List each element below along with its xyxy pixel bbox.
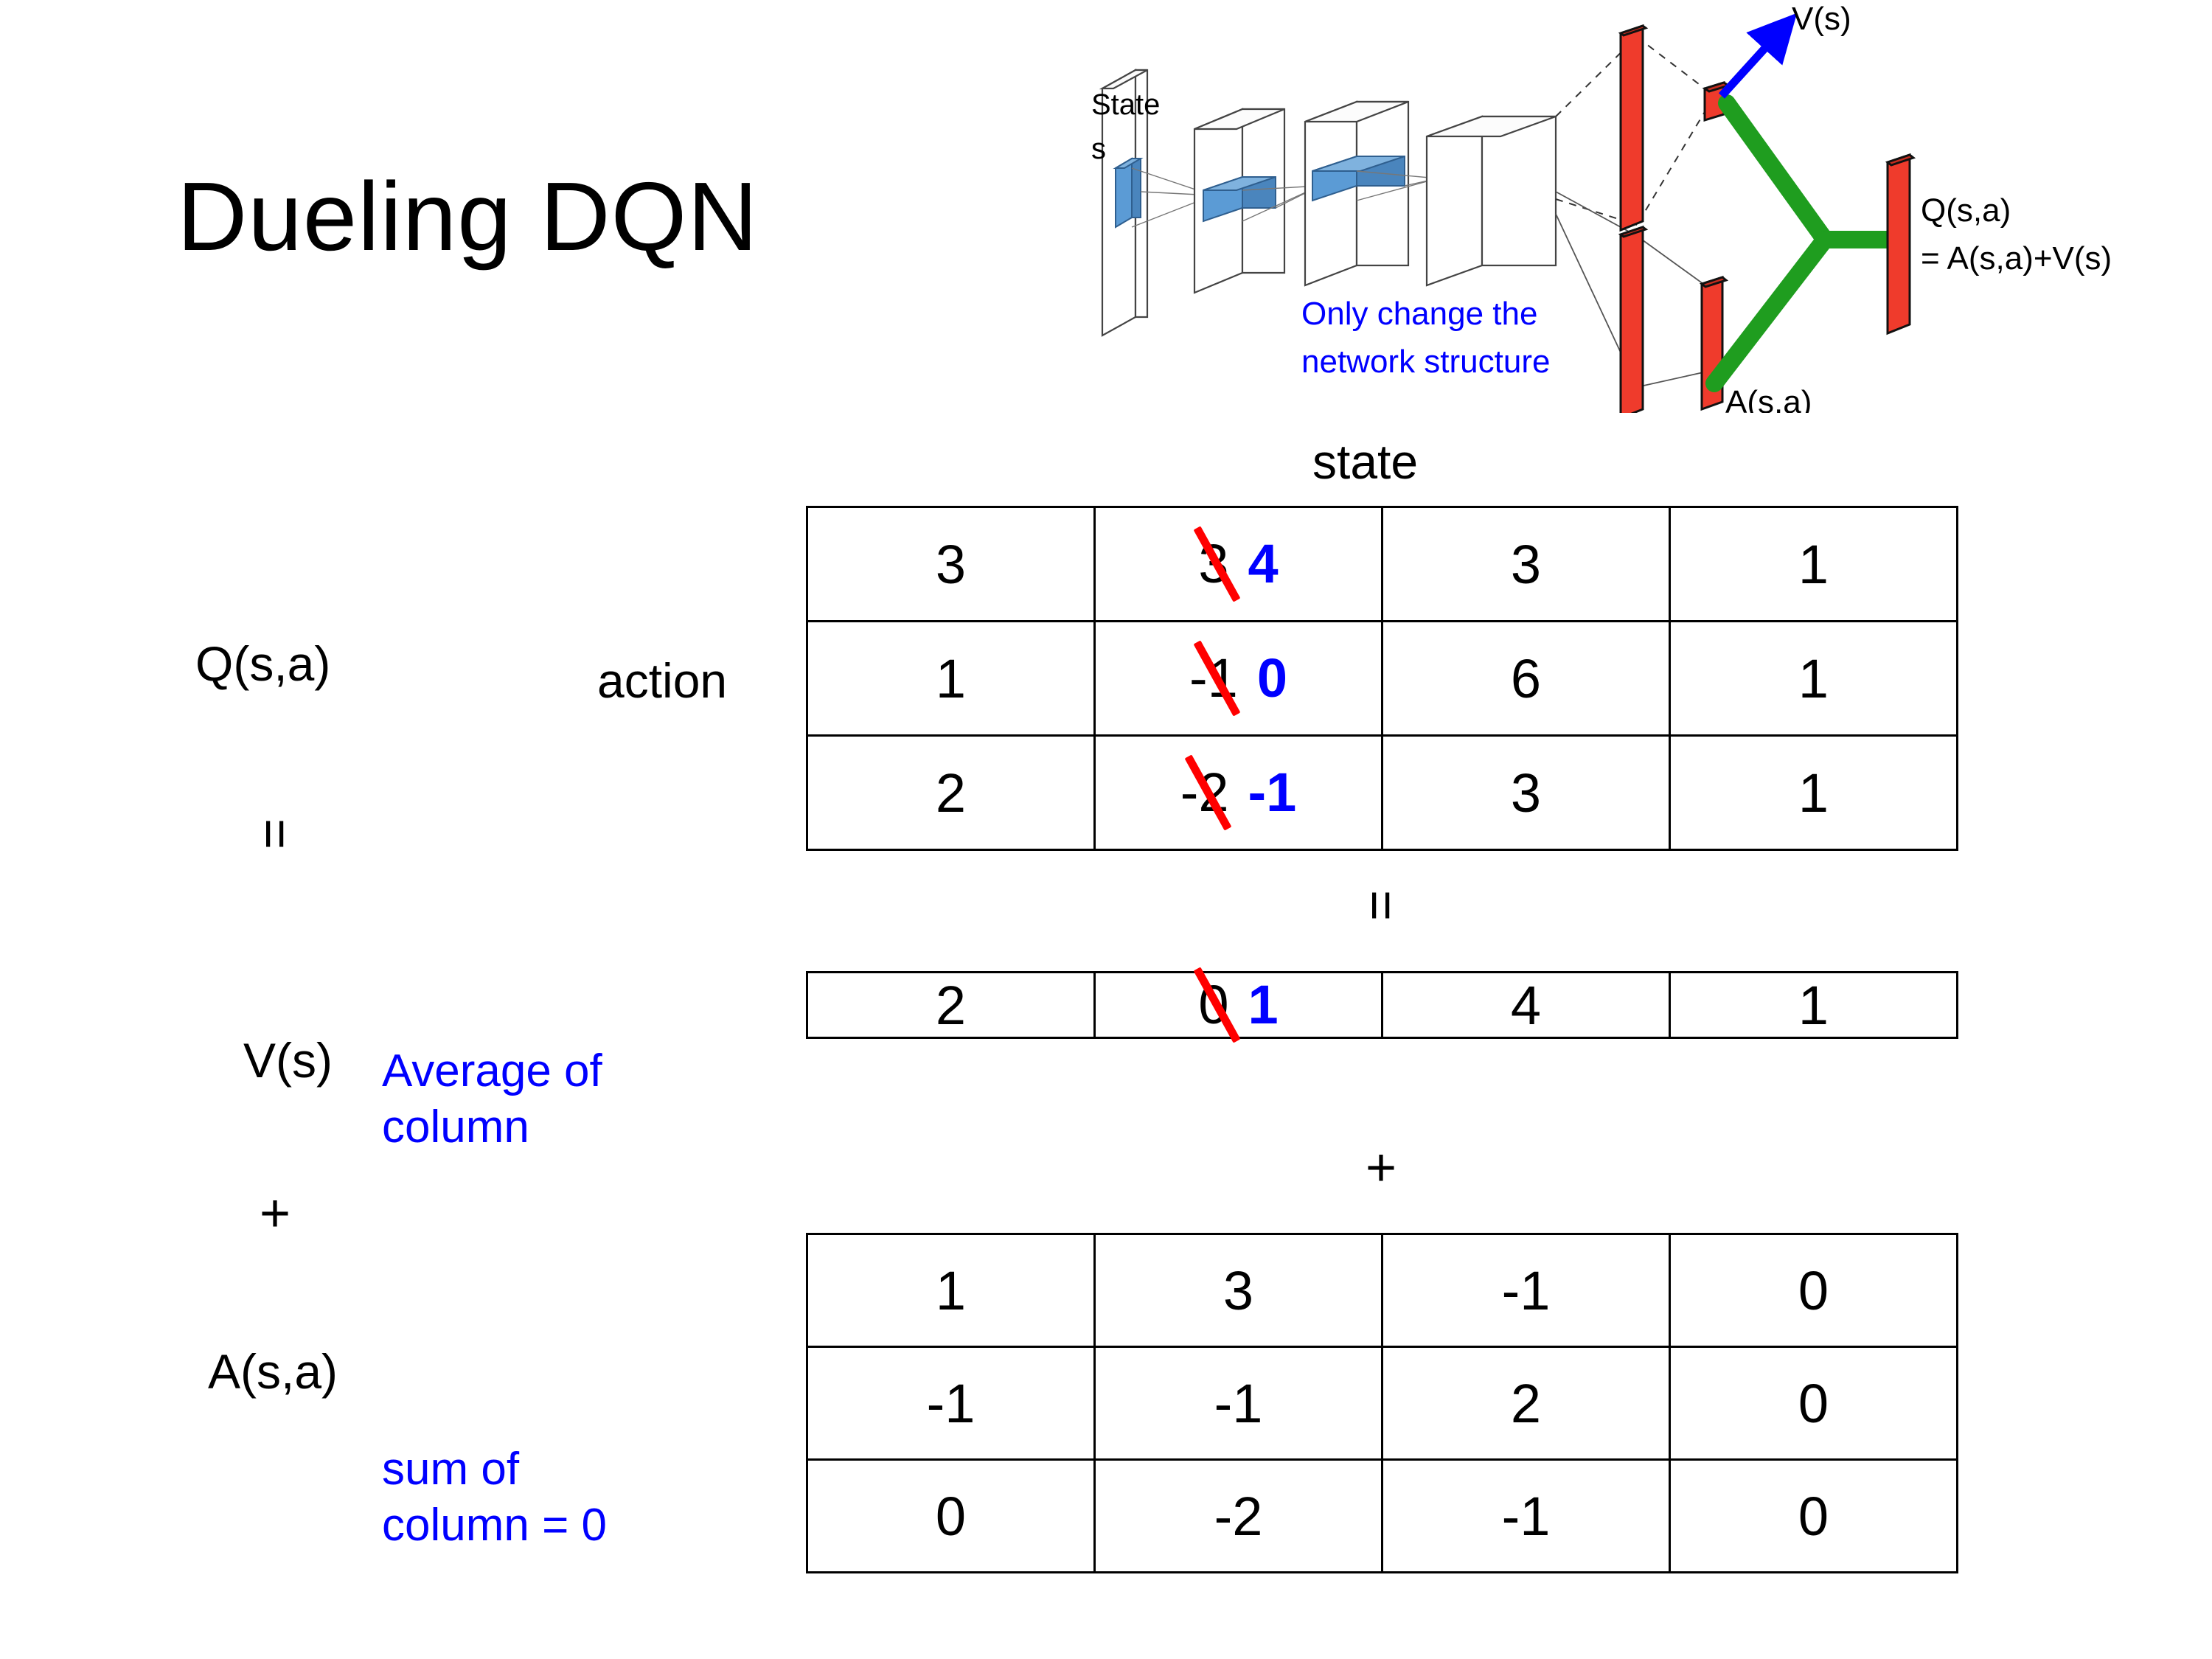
page-title: Dueling DQN bbox=[177, 162, 759, 271]
table-cell: 3 bbox=[1381, 734, 1671, 851]
diagram-note-line1: Only change the bbox=[1301, 296, 1537, 332]
average-note-line2: column bbox=[382, 1101, 529, 1152]
corrected-value: 1 bbox=[1248, 974, 1279, 1035]
table-row: 1 3 -1 0 bbox=[806, 1233, 1958, 1348]
struck-value: -1 bbox=[1189, 640, 1241, 717]
table-cell: -1 bbox=[1093, 1346, 1383, 1461]
diagram-value-label: V(s) bbox=[1792, 1, 1851, 37]
average-note-line1: Average of bbox=[382, 1046, 602, 1096]
state-axis-label: state bbox=[1312, 434, 1419, 489]
sum-note-line2: column = 0 bbox=[382, 1499, 608, 1551]
struck-value: 0 bbox=[1193, 967, 1241, 1043]
diagram-state-label-line1: State bbox=[1091, 88, 1160, 121]
table-cell: -1 bbox=[1381, 1233, 1671, 1348]
equals-glyph: = bbox=[1352, 889, 1411, 922]
table-row: 2 -2 -1 3 1 bbox=[806, 734, 1958, 851]
table-cell: -1 bbox=[1381, 1458, 1671, 1573]
table-cell-edited: -2 -1 bbox=[1093, 734, 1383, 851]
table-cell: 3 bbox=[1381, 506, 1671, 622]
table-row: 1 -1 0 6 1 bbox=[806, 620, 1958, 737]
table-cell: 4 bbox=[1381, 971, 1671, 1039]
equals-operator-left: = bbox=[246, 807, 305, 860]
plus-operator-left: + bbox=[260, 1184, 291, 1243]
diagram-note-line2: network structure bbox=[1301, 344, 1550, 380]
average-of-column-note: Average of column bbox=[382, 1043, 602, 1155]
corrected-value: -1 bbox=[1248, 762, 1297, 823]
table-cell-edited: -1 0 bbox=[1093, 620, 1383, 737]
diagram-state-label-line2: s bbox=[1091, 133, 1106, 165]
table-cell: 1 bbox=[806, 620, 1096, 737]
table-cell: 1 bbox=[1669, 971, 1958, 1039]
sum-note-line1: sum of bbox=[382, 1444, 520, 1495]
table-cell: 0 bbox=[1669, 1346, 1958, 1461]
corrected-value: 4 bbox=[1248, 533, 1279, 594]
diagram-output-label-line2: = A(s,a)+V(s) bbox=[1921, 240, 2112, 276]
diagram-output-label-line1: Q(s,a) bbox=[1921, 192, 2011, 229]
corrected-value: 0 bbox=[1256, 647, 1287, 709]
equals-operator-middle: = bbox=[1352, 879, 1411, 932]
advantage-value-table: 1 3 -1 0 -1 -1 2 0 0 -2 -1 0 bbox=[806, 1233, 1958, 1573]
table-cell: 2 bbox=[806, 734, 1096, 851]
table-row: 2 0 1 4 1 bbox=[806, 967, 1958, 1043]
table-cell: 1 bbox=[1669, 734, 1958, 851]
table-cell: -1 bbox=[806, 1346, 1096, 1461]
table-cell: 1 bbox=[806, 1233, 1096, 1348]
table-cell: 2 bbox=[1381, 1346, 1671, 1461]
table-cell: 0 bbox=[1669, 1458, 1958, 1573]
table-row: -1 -1 2 0 bbox=[806, 1346, 1958, 1461]
equals-glyph: = bbox=[246, 818, 305, 850]
table-cell: 1 bbox=[1669, 620, 1958, 737]
a-function-label: A(s,a) bbox=[208, 1344, 338, 1399]
q-value-table: 3 3 4 3 1 1 -1 bbox=[806, 506, 1958, 851]
action-axis-label: action bbox=[597, 653, 728, 708]
table-cell: 2 bbox=[806, 971, 1096, 1039]
table-cell: 3 bbox=[1093, 1233, 1383, 1348]
q-function-label: Q(s,a) bbox=[195, 636, 331, 691]
table-cell: -2 bbox=[1093, 1458, 1383, 1573]
table-row: 0 -2 -1 0 bbox=[806, 1458, 1958, 1573]
plus-operator-middle: + bbox=[1366, 1138, 1397, 1197]
dueling-network-diagram: State s V(s) A(s,a) Q(s,a) = A(s,a)+V(s)… bbox=[1091, 0, 2212, 420]
table-cell: 6 bbox=[1381, 620, 1671, 737]
struck-value: -2 bbox=[1180, 754, 1232, 831]
table-row: 3 3 4 3 1 bbox=[806, 506, 1958, 622]
table-cell: 0 bbox=[1669, 1233, 1958, 1348]
table-cell: 0 bbox=[806, 1458, 1096, 1573]
table-cell-edited: 3 4 bbox=[1093, 506, 1383, 622]
v-function-label: V(s) bbox=[243, 1033, 333, 1088]
sum-of-column-note: sum of column = 0 bbox=[382, 1441, 607, 1553]
table-cell: 1 bbox=[1669, 506, 1958, 622]
v-value-table: 2 0 1 4 1 bbox=[806, 967, 1958, 1043]
struck-value: 3 bbox=[1193, 526, 1241, 602]
diagram-advantage-label: A(s,a) bbox=[1725, 384, 1812, 413]
table-cell-edited: 0 1 bbox=[1093, 967, 1383, 1043]
table-cell: 3 bbox=[806, 506, 1096, 622]
